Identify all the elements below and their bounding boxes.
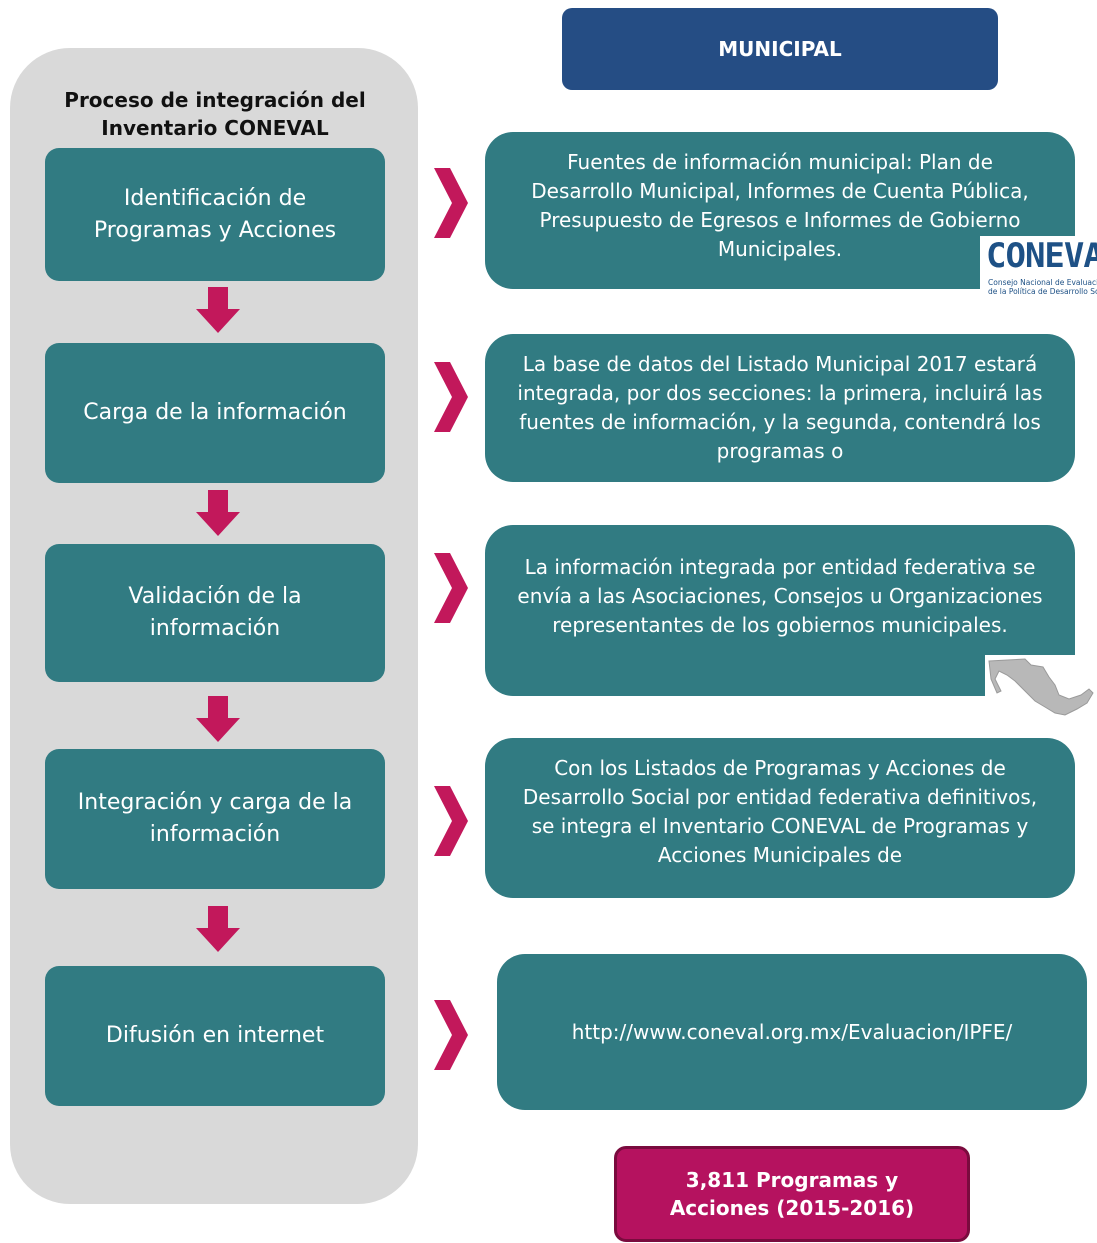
desc-url: http://www.coneval.org.mx/Evaluacion/IPF… <box>497 954 1087 1110</box>
chevron-right-icon <box>434 1000 468 1070</box>
step-validacion: Validación de la información <box>45 544 385 682</box>
down-arrow-icon <box>196 490 240 536</box>
panel-title: Proceso de integración del Inventario CO… <box>64 88 366 140</box>
logo-wordmark: CONEVAL <box>986 236 1097 276</box>
chevron-right-icon <box>434 168 468 238</box>
desc-validacion: La información integrada por entidad fed… <box>485 525 1075 696</box>
down-arrow-icon <box>196 696 240 742</box>
desc-base-datos: La base de datos del Listado Municipal 2… <box>485 334 1075 482</box>
desc-fuentes: Fuentes de información municipal: Plan d… <box>485 132 1075 289</box>
coneval-logo: CONEVAL Consejo Nacional de Evaluación d… <box>980 236 1097 306</box>
desc-integracion: Con los Listados de Programas y Acciones… <box>485 738 1075 898</box>
down-arrow-icon <box>196 287 240 333</box>
chevron-right-icon <box>434 553 468 623</box>
logo-line-1: Consejo Nacional de Evaluación <box>988 278 1097 287</box>
municipal-header: MUNICIPAL <box>562 8 998 90</box>
total-programs-badge: 3,811 Programas y Acciones (2015-2016) <box>614 1146 970 1242</box>
step-carga: Carga de la información <box>45 343 385 483</box>
chevron-right-icon <box>434 362 468 432</box>
mexico-map <box>985 655 1097 725</box>
step-difusion: Difusión en internet <box>45 966 385 1106</box>
mexico-map-icon <box>988 658 1094 716</box>
step-identificacion: Identificación de Programas y Acciones <box>45 148 385 281</box>
logo-line-2: de la Política de Desarrollo Social <box>988 287 1097 296</box>
step-integracion: Integración y carga de la información <box>45 749 385 889</box>
down-arrow-icon <box>196 906 240 952</box>
chevron-right-icon <box>434 786 468 856</box>
